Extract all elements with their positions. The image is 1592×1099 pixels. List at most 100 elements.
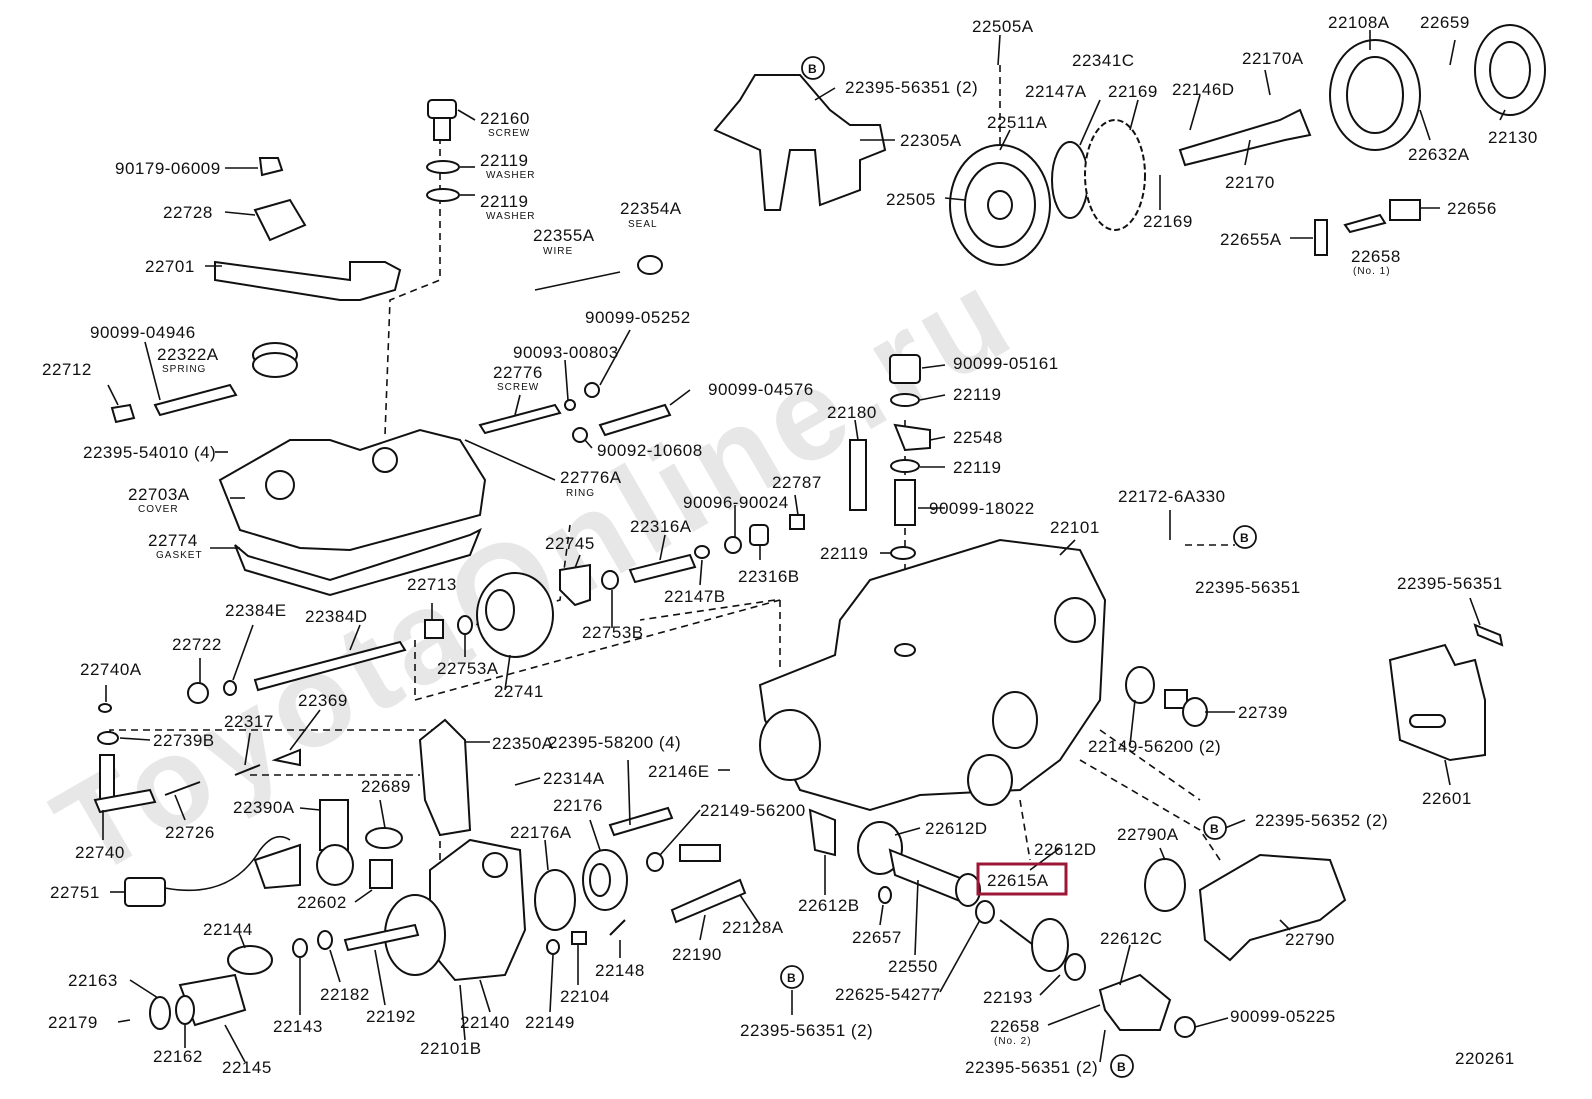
part-label-22612D-b[interactable]: 22612D	[1034, 840, 1097, 859]
part-label-22774[interactable]: 22774	[148, 531, 198, 550]
part-label-22176A[interactable]: 22176A	[510, 823, 572, 842]
part-label-22369[interactable]: 22369	[298, 691, 348, 710]
part-label-90096-90024[interactable]: 90096-90024	[683, 493, 789, 512]
part-label-22341C[interactable]: 22341C	[1072, 51, 1135, 70]
part-label-22314A[interactable]: 22314A	[543, 769, 605, 788]
part-label-22147B[interactable]: 22147B	[664, 587, 726, 606]
part-label-22145[interactable]: 22145	[222, 1058, 272, 1077]
part-label-90093-00803[interactable]: 90093-00803	[513, 343, 619, 362]
part-label-90179-06009[interactable]: 90179-06009	[115, 159, 221, 178]
part-label-22395-56351-far[interactable]: 22395-56351	[1397, 574, 1503, 593]
part-label-22625-54277[interactable]: 22625-54277	[835, 985, 941, 1004]
part-label-22745[interactable]: 22745	[545, 534, 595, 553]
part-label-22384E[interactable]: 22384E	[225, 601, 287, 620]
part-label-22355A[interactable]: 22355A	[533, 226, 595, 245]
part-label-22119-a[interactable]: 22119	[480, 151, 529, 170]
part-label-22739[interactable]: 22739	[1238, 703, 1288, 722]
part-label-22170[interactable]: 22170	[1225, 173, 1275, 192]
part-label-22101B[interactable]: 22101B	[420, 1039, 482, 1058]
part-label-22350A[interactable]: 22350A	[492, 734, 554, 753]
part-label-22776[interactable]: 22776	[493, 363, 543, 382]
part-label-22395-56351-bot[interactable]: 22395-56351 (2)	[740, 1021, 873, 1040]
part-label-22179[interactable]: 22179	[48, 1013, 98, 1032]
part-label-22148[interactable]: 22148	[595, 961, 645, 980]
part-label-22505A[interactable]: 22505A	[972, 17, 1034, 36]
part-label-22658-a[interactable]: 22658	[1351, 247, 1401, 266]
part-label-22163[interactable]: 22163	[68, 971, 118, 990]
part-label-22101[interactable]: 22101	[1050, 518, 1100, 537]
part-label-22146E[interactable]: 22146E	[648, 762, 710, 781]
part-label-22317[interactable]: 22317	[224, 712, 274, 731]
part-label-22149[interactable]: 22149	[525, 1013, 575, 1032]
part-label-22193[interactable]: 22193	[983, 988, 1033, 1007]
part-label-90099-04946[interactable]: 90099-04946	[90, 323, 196, 342]
part-label-22119-b[interactable]: 22119	[480, 192, 529, 211]
part-label-22659[interactable]: 22659	[1420, 13, 1470, 32]
part-label-22712[interactable]: 22712	[42, 360, 92, 379]
part-label-22130[interactable]: 22130	[1488, 128, 1538, 147]
part-label-22119-e[interactable]: 22119	[820, 544, 869, 563]
part-label-22511A[interactable]: 22511A	[987, 113, 1048, 132]
part-label-22162[interactable]: 22162	[153, 1047, 203, 1066]
part-label-22656[interactable]: 22656	[1447, 199, 1497, 218]
part-label-22395-56351-bot2[interactable]: 22395-56351 (2)	[965, 1058, 1098, 1077]
part-label-22395-58200[interactable]: 22395-58200 (4)	[548, 733, 681, 752]
part-label-22615A-highlighted[interactable]: 22615A	[987, 871, 1049, 890]
part-label-22176[interactable]: 22176	[553, 796, 603, 815]
part-label-22147A[interactable]: 22147A	[1025, 82, 1087, 101]
part-label-22316A[interactable]: 22316A	[630, 517, 692, 536]
part-label-22703A[interactable]: 22703A	[128, 485, 190, 504]
part-label-22726[interactable]: 22726	[165, 823, 215, 842]
part-label-22160[interactable]: 22160	[480, 109, 530, 128]
part-label-22689[interactable]: 22689	[361, 777, 411, 796]
part-label-22395-56351-2-top[interactable]: 22395-56351 (2)	[845, 78, 978, 97]
part-label-22192[interactable]: 22192	[366, 1007, 416, 1026]
part-label-22384D[interactable]: 22384D	[305, 607, 368, 626]
part-label-22751[interactable]: 22751	[50, 883, 100, 902]
part-label-90099-05225[interactable]: 90099-05225	[1230, 1007, 1336, 1026]
part-label-22790A[interactable]: 22790A	[1117, 825, 1179, 844]
part-label-22658-b[interactable]: 22658	[990, 1017, 1040, 1036]
part-label-22753A[interactable]: 22753A	[437, 659, 499, 678]
part-label-22550[interactable]: 22550	[888, 957, 938, 976]
part-label-22612C[interactable]: 22612C	[1100, 929, 1163, 948]
part-label-22601[interactable]: 22601	[1422, 789, 1472, 808]
part-label-90099-05161[interactable]: 90099-05161	[953, 354, 1059, 373]
part-label-22728[interactable]: 22728	[163, 203, 213, 222]
part-label-90099-05252[interactable]: 90099-05252	[585, 308, 691, 327]
part-label-22190[interactable]: 22190	[672, 945, 722, 964]
part-label-22741[interactable]: 22741	[494, 682, 544, 701]
part-label-22182[interactable]: 22182	[320, 985, 370, 1004]
part-label-22172-6A330[interactable]: 22172-6A330	[1118, 487, 1226, 506]
part-label-22740[interactable]: 22740	[75, 843, 125, 862]
part-label-22119-d[interactable]: 22119	[953, 458, 1002, 477]
part-label-22305A[interactable]: 22305A	[900, 131, 962, 150]
part-label-22143[interactable]: 22143	[273, 1017, 323, 1036]
part-label-22787[interactable]: 22787	[772, 473, 822, 492]
part-label-22104[interactable]: 22104	[560, 987, 610, 1006]
part-label-22657[interactable]: 22657	[852, 928, 902, 947]
part-label-22149-56200-2[interactable]: 22149-56200 (2)	[1088, 737, 1221, 756]
part-label-22316B[interactable]: 22316B	[738, 567, 800, 586]
part-label-22505[interactable]: 22505	[886, 190, 936, 209]
part-label-22713[interactable]: 22713	[407, 575, 457, 594]
part-label-22169-b[interactable]: 22169	[1143, 212, 1193, 231]
part-label-22395-56352[interactable]: 22395-56352 (2)	[1255, 811, 1388, 830]
part-label-22322A[interactable]: 22322A	[157, 345, 219, 364]
part-label-22395-56351-r[interactable]: 22395-56351	[1195, 578, 1301, 597]
part-label-22612B[interactable]: 22612B	[798, 896, 860, 915]
part-label-22149-56200[interactable]: 22149-56200	[700, 801, 806, 820]
part-label-22790[interactable]: 22790	[1285, 930, 1335, 949]
part-label-90099-18022[interactable]: 90099-18022	[929, 499, 1035, 518]
part-label-22390A[interactable]: 22390A	[233, 798, 295, 817]
part-label-22701[interactable]: 22701	[145, 257, 195, 276]
part-label-22128A[interactable]: 22128A	[722, 918, 784, 937]
part-label-22739B[interactable]: 22739B	[153, 731, 215, 750]
part-label-90099-04576[interactable]: 90099-04576	[708, 380, 814, 399]
part-label-22722[interactable]: 22722	[172, 635, 222, 654]
part-label-22144[interactable]: 22144	[203, 920, 253, 939]
part-label-22108A[interactable]: 22108A	[1328, 13, 1390, 32]
part-label-22612D-a[interactable]: 22612D	[925, 819, 988, 838]
part-label-22169-a[interactable]: 22169	[1108, 82, 1158, 101]
part-label-22632A[interactable]: 22632A	[1408, 145, 1470, 164]
